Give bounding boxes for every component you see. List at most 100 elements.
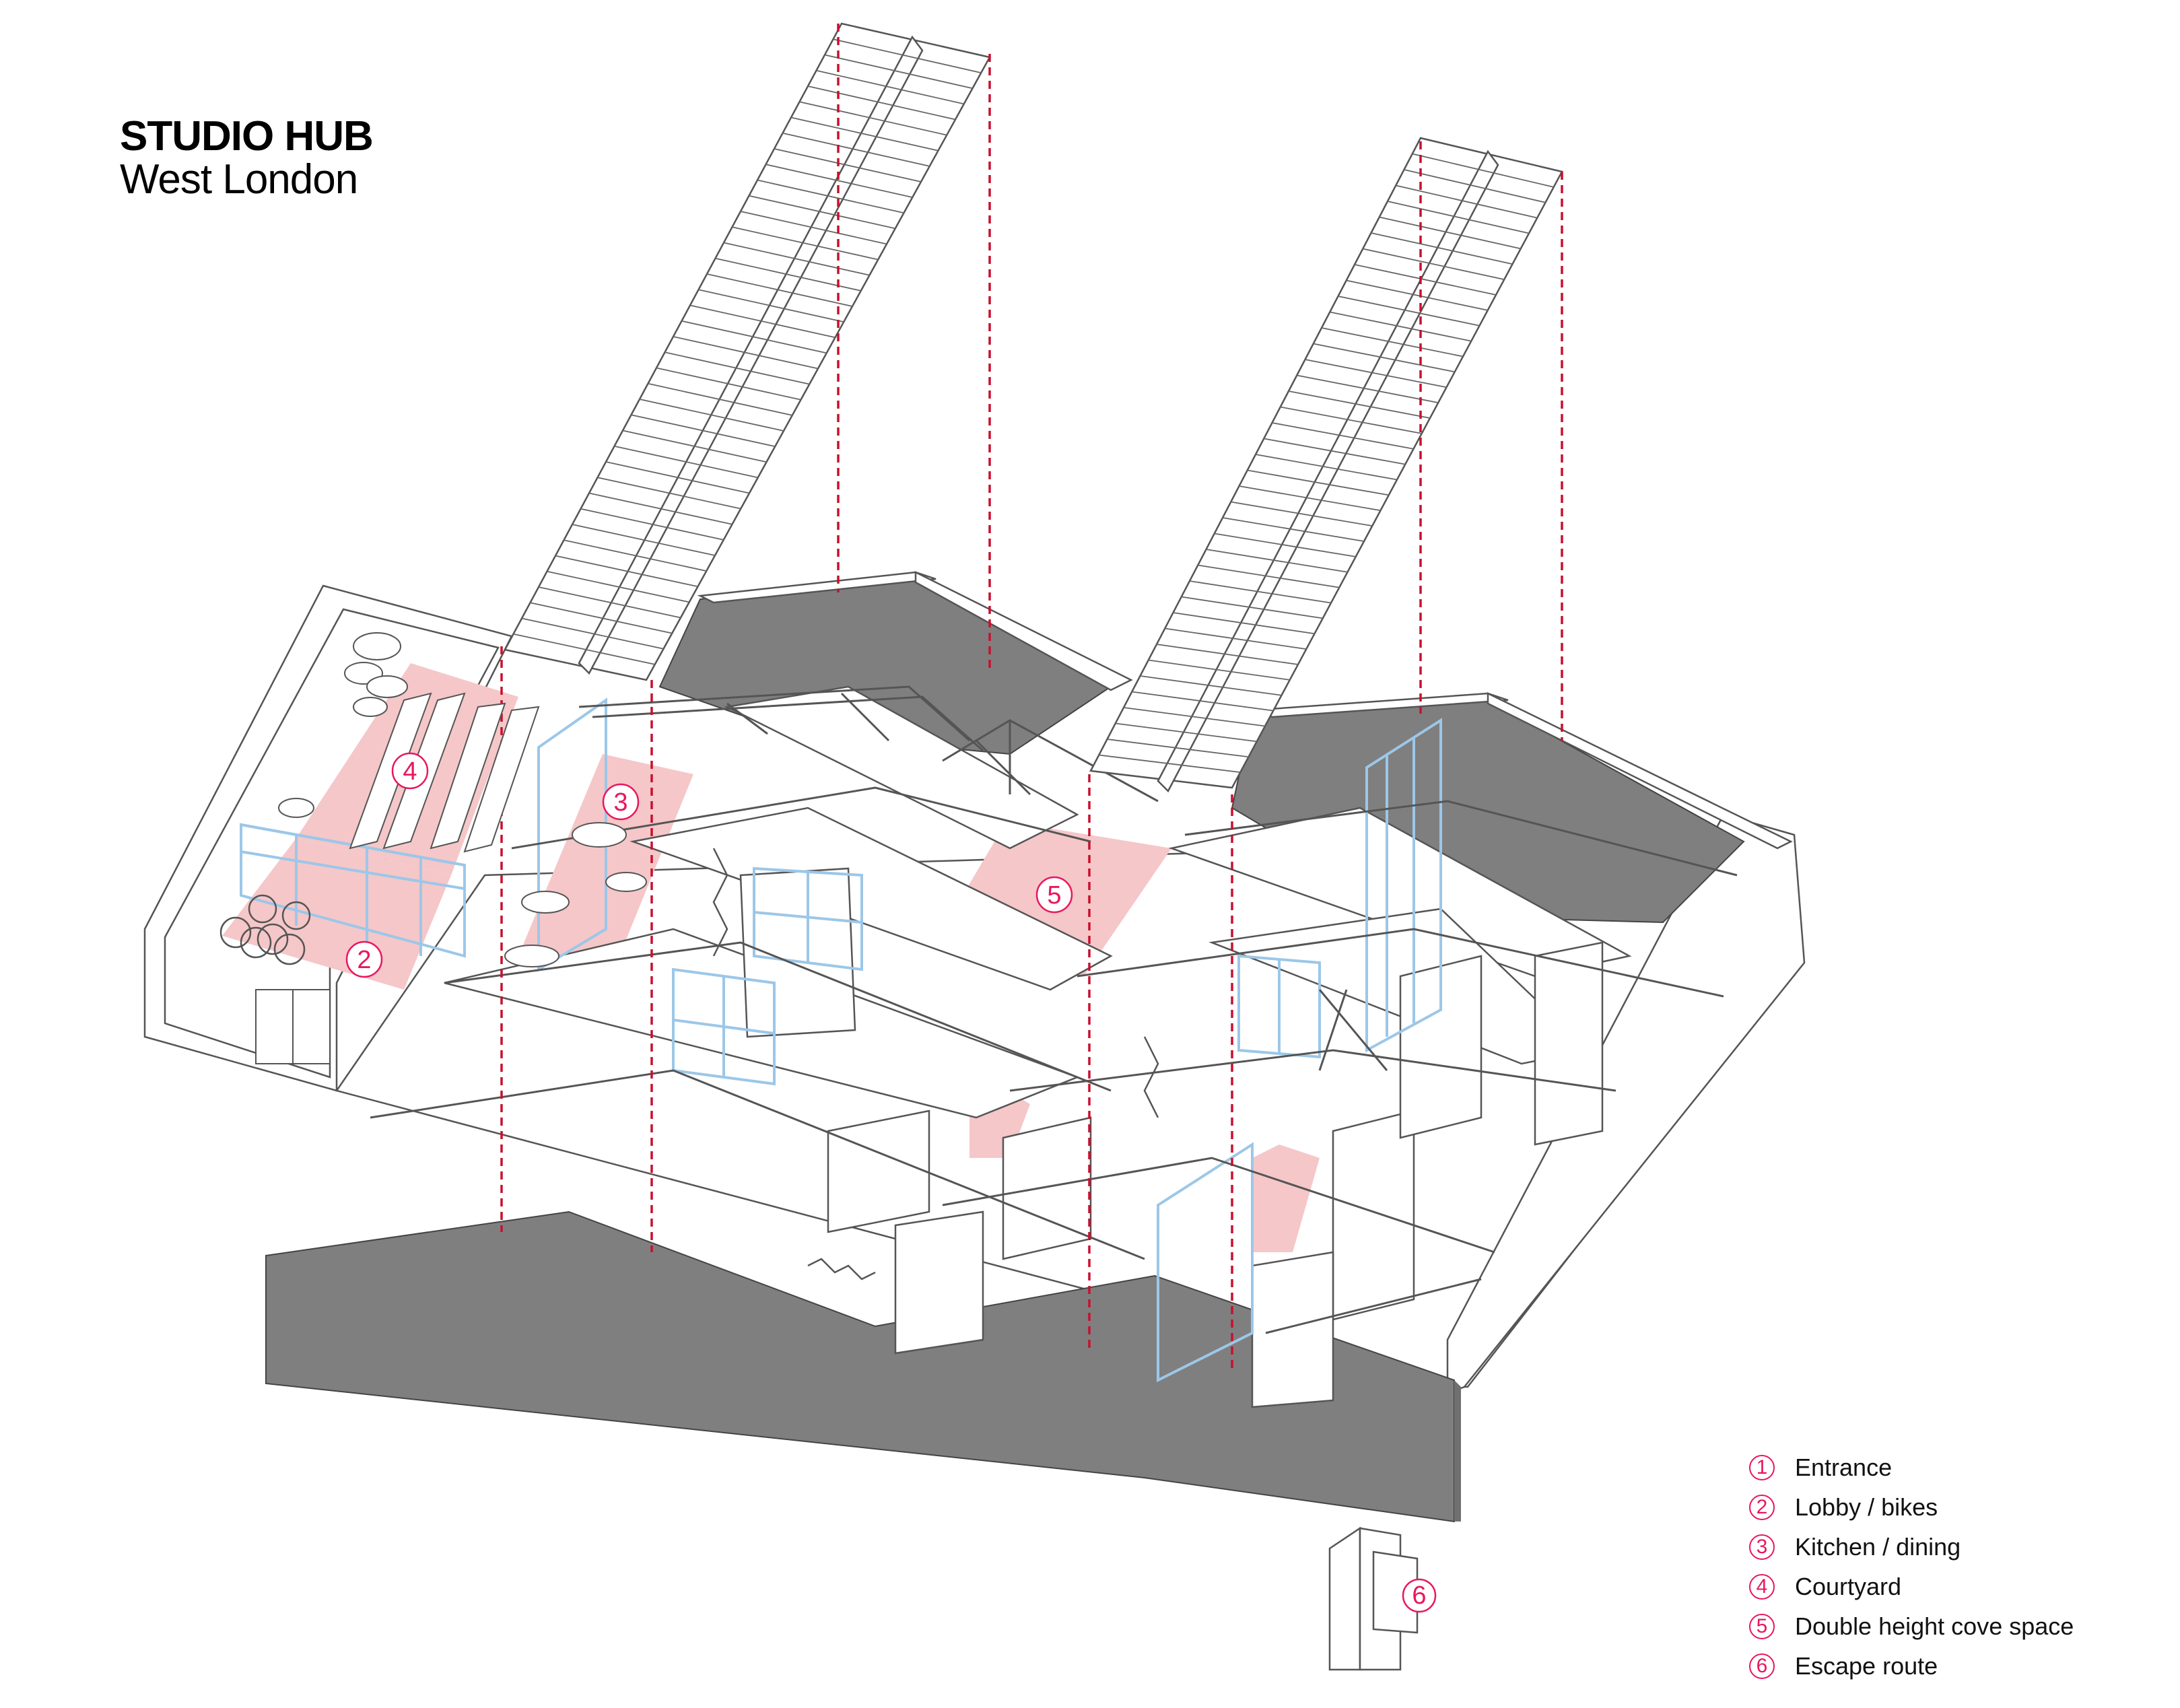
rooflight-rib	[723, 242, 870, 276]
rooflight-rib	[816, 69, 964, 105]
legend: 1 Entrance 2 Lobby / bikes 3 Kitchen / d…	[1749, 1447, 2074, 1686]
svg-text:6: 6	[1412, 1581, 1426, 1610]
rooflight-rib	[732, 226, 879, 261]
rooflight-rib	[614, 445, 758, 479]
rooflight-rib	[588, 492, 733, 525]
rooflight-rib	[622, 430, 767, 463]
rooflight-rib	[1371, 232, 1513, 265]
marker-4: 4	[391, 752, 429, 790]
rooflight-right-ribs	[1099, 153, 1554, 774]
rooflight-rib	[824, 54, 973, 90]
rooflight-rib	[639, 399, 784, 432]
glazing	[240, 697, 1442, 1383]
rooflight-rib	[665, 351, 810, 385]
rooflight-rib	[1173, 612, 1315, 635]
rooflight-rib	[799, 101, 947, 136]
rooflight-rib	[1148, 659, 1290, 681]
rooflight-rib	[1313, 343, 1455, 373]
legend-label: Double height cove space	[1795, 1612, 2074, 1640]
rooflight-rib	[648, 382, 792, 416]
rooflight-rib	[765, 164, 913, 199]
rooflight-rib	[740, 211, 887, 245]
rooflight-rib	[1181, 596, 1323, 619]
rooflight-rib	[605, 461, 750, 494]
rooflight-rib	[1222, 517, 1365, 542]
rooflight-rib	[1412, 153, 1554, 188]
rooflight-rib	[706, 273, 853, 307]
bicycle-icon	[219, 894, 311, 965]
legend-number: 5	[1749, 1613, 1775, 1639]
legend-number: 2	[1749, 1494, 1775, 1520]
rooflight-rib	[1255, 454, 1398, 481]
rooflight-rib	[538, 586, 681, 619]
rooflight-rib	[1288, 390, 1431, 419]
rooflight-left	[504, 22, 991, 681]
rooflight-rib	[1115, 722, 1257, 743]
legend-label: Entrance	[1795, 1453, 1893, 1481]
rooflight-rib	[782, 132, 930, 167]
rooflight-rib	[572, 524, 716, 556]
rooflight-rib	[1305, 359, 1447, 388]
rooflight-rib	[774, 148, 922, 182]
rooflight-rib	[631, 414, 776, 448]
rooflight-rib	[1330, 311, 1472, 342]
svg-text:3: 3	[613, 788, 627, 817]
svg-text:5: 5	[1047, 881, 1061, 910]
legend-number: 3	[1749, 1534, 1775, 1560]
rooflight-rib	[1387, 201, 1530, 234]
rooflight-rib	[564, 539, 707, 572]
diagram-title: STUDIO HUB	[120, 113, 374, 160]
rooflight-rib	[1363, 248, 1505, 281]
rooflight-rib	[1321, 327, 1464, 357]
rooflight-rib	[1206, 549, 1348, 573]
escape-door	[1328, 1526, 1419, 1671]
rooflight-rib	[1264, 438, 1406, 465]
diagram-subtitle: West London	[120, 156, 358, 203]
rooflight-rib	[1297, 374, 1439, 404]
rooflight-rib	[807, 86, 956, 121]
svg-text:2: 2	[357, 946, 371, 974]
rooflight-rib	[580, 508, 724, 541]
rooflight-rib	[1396, 184, 1538, 219]
rooflight-rib	[513, 633, 655, 665]
projection-lines	[500, 24, 1563, 1373]
svg-text:4: 4	[403, 757, 417, 786]
rooflight-rib	[1123, 707, 1266, 727]
corridor-floor-b	[1252, 1145, 1320, 1252]
rooflight-rib	[1346, 279, 1488, 311]
legend-item: 4 Courtyard	[1749, 1567, 2074, 1606]
legend-number: 4	[1749, 1573, 1775, 1600]
title-block: STUDIO HUB West London	[120, 113, 374, 203]
rooflight-rib	[1132, 691, 1274, 712]
rooflight-rib	[1338, 296, 1480, 327]
legend-number: 6	[1749, 1653, 1775, 1679]
rooflight-rib	[597, 477, 741, 510]
marker-2: 2	[345, 941, 383, 978]
legend-item: 3 Kitchen / dining	[1749, 1527, 2074, 1567]
legend-item: 6 Escape route	[1749, 1646, 2074, 1686]
dining-table-icon	[504, 822, 647, 967]
marker-5: 5	[1035, 876, 1073, 914]
marker-6: 6	[1402, 1578, 1437, 1613]
rooflight-rib	[1247, 469, 1389, 496]
marker-3: 3	[602, 783, 640, 821]
legend-label: Courtyard	[1795, 1572, 1902, 1600]
rooflight-rib	[1165, 627, 1307, 650]
rooflight-rib	[715, 257, 861, 292]
rooflight-rib	[1280, 406, 1422, 434]
rooflight-rib	[1404, 169, 1546, 203]
rooflight-rib	[1354, 264, 1497, 296]
rooflight-rib	[555, 555, 698, 588]
rooflight-rib	[547, 570, 689, 603]
rooflight-rib	[530, 602, 673, 634]
rooflight-rib	[689, 304, 836, 339]
rooflight-rib	[833, 38, 982, 74]
rooflight-rib	[790, 116, 939, 151]
rooflight-rib	[1107, 739, 1249, 758]
rooflight-rib	[1379, 216, 1521, 250]
rooflight-rib	[1239, 485, 1381, 512]
legend-item: 5 Double height cove space	[1749, 1606, 2074, 1646]
roof-trusses	[370, 685, 1738, 1334]
rooflight-rib	[1231, 501, 1373, 527]
